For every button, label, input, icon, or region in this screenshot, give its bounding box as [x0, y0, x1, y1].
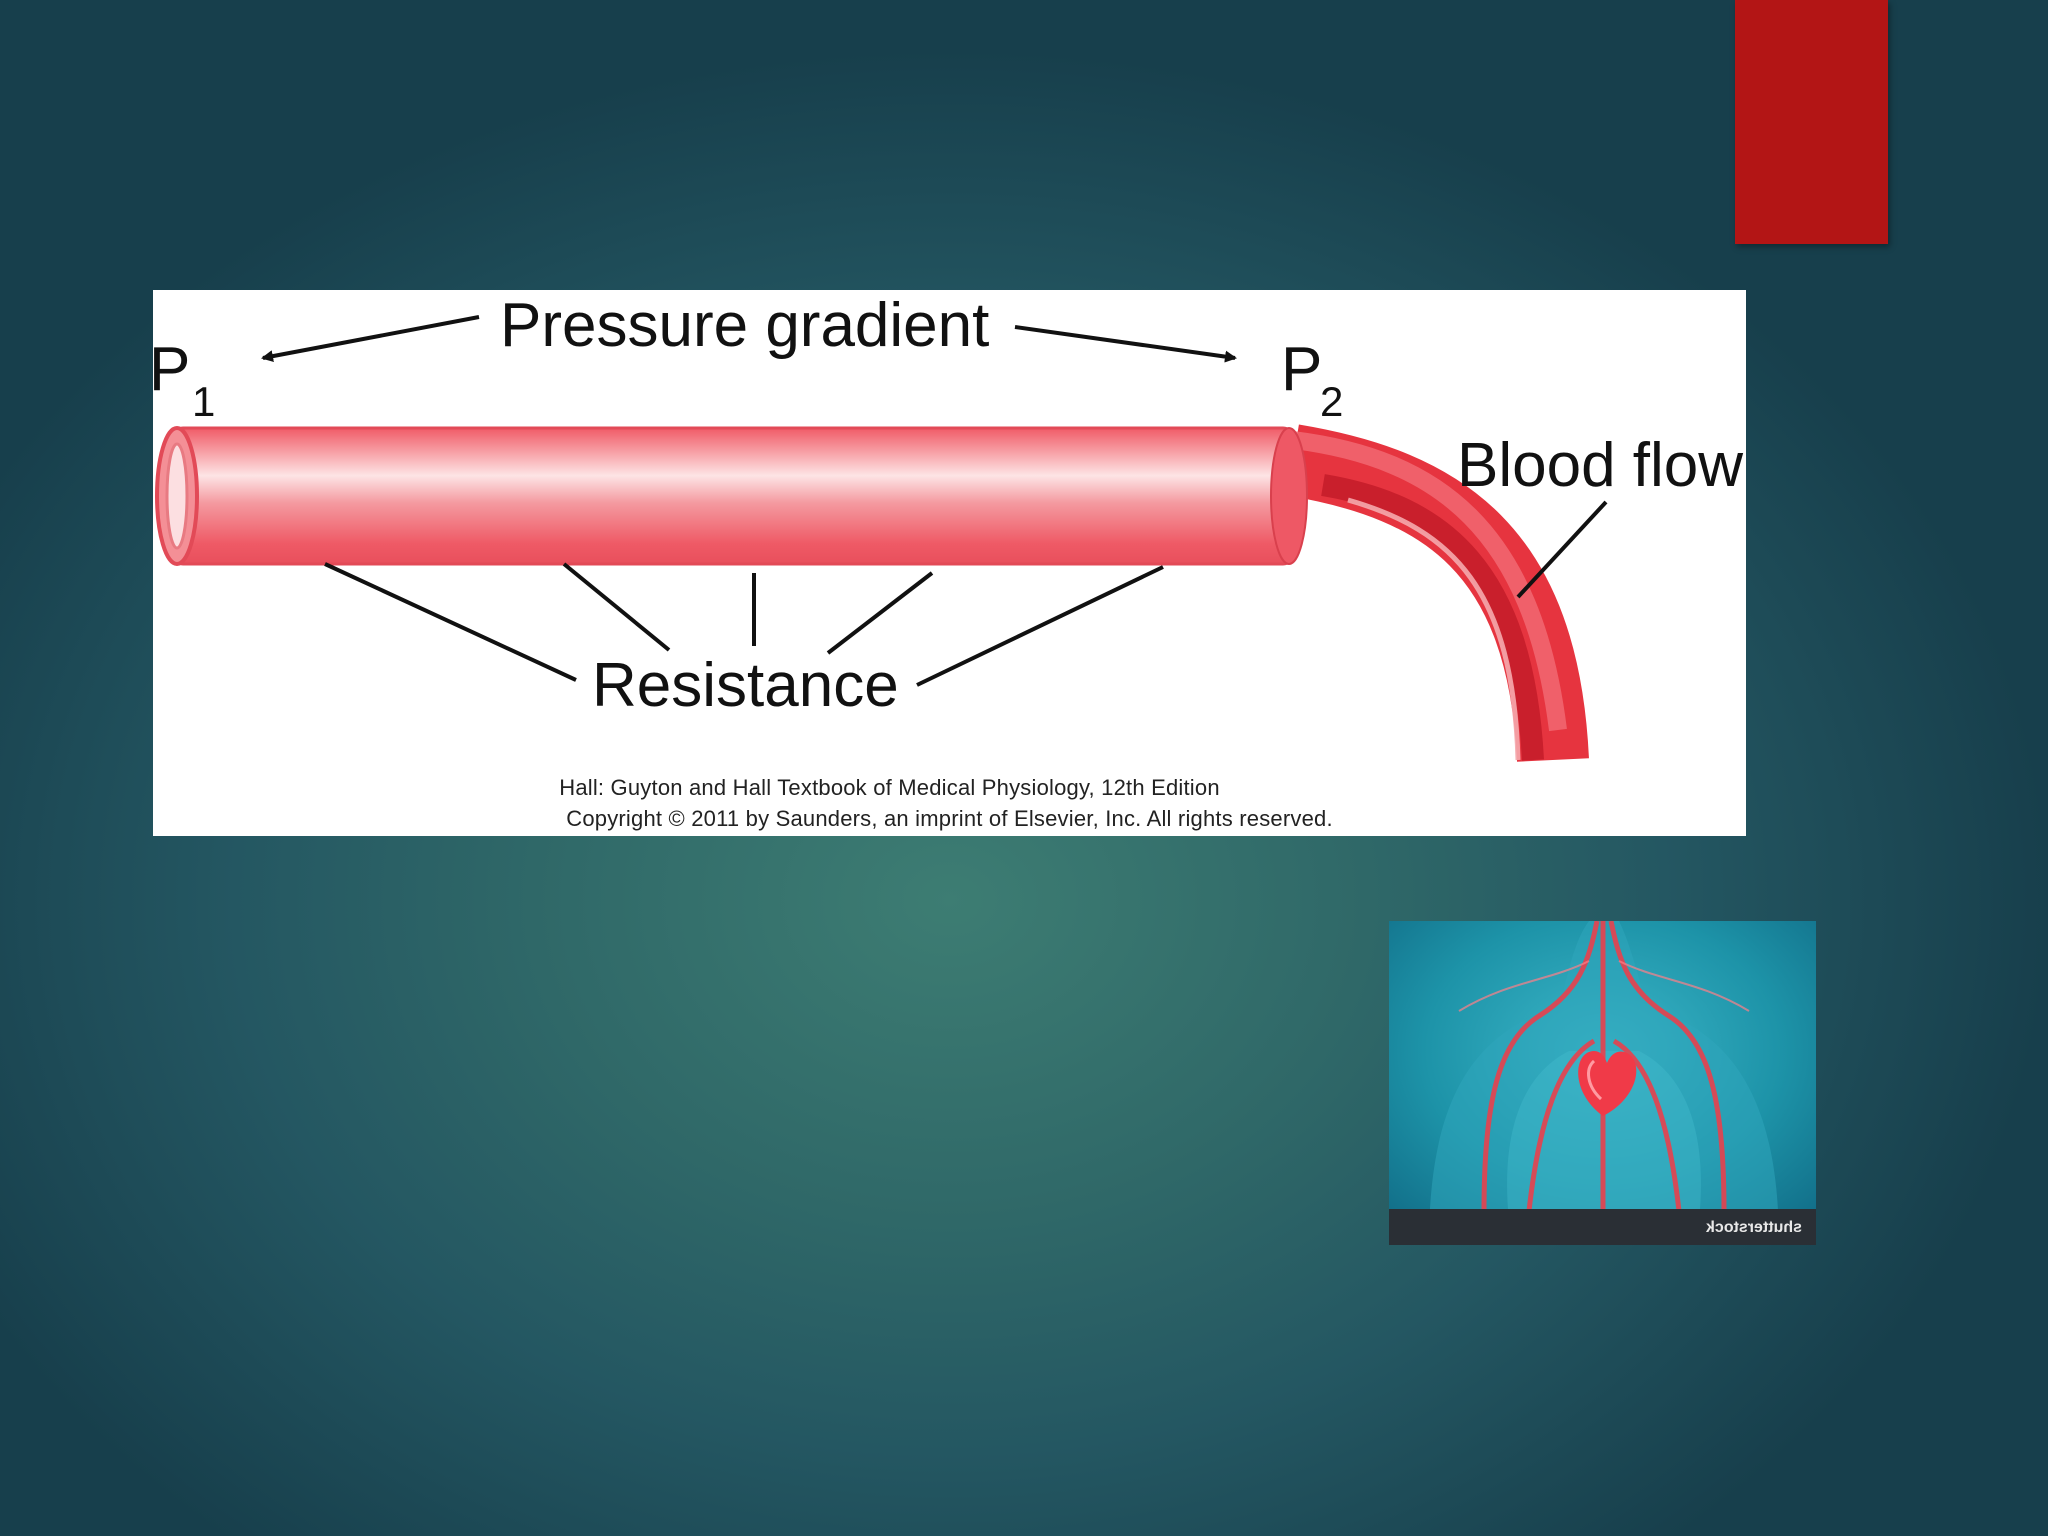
p1-label: P [153, 335, 190, 404]
heart-icon [1578, 1051, 1637, 1116]
circulatory-illustration [1389, 921, 1816, 1245]
photo-watermark: shutterstock [1705, 1219, 1802, 1236]
photo-footer: shutterstock [1389, 1209, 1816, 1245]
pressure-arrow-right [1014, 325, 1237, 363]
credit-line-1: Hall: Guyton and Hall Textbook of Medica… [559, 775, 1220, 800]
straight-vessel [155, 426, 1308, 566]
blood-flow-diagram: Pressure gradient P 1 P 2 Blood flow Res… [153, 290, 1746, 836]
resistance-leaders [324, 562, 1164, 687]
curved-vessel [1286, 424, 1589, 762]
diagram-graphic: Pressure gradient P 1 P 2 Blood flow Res… [153, 291, 1743, 762]
p1-subscript: 1 [192, 378, 215, 425]
p2-label: P [1281, 335, 1322, 404]
circulatory-system-photo: shutterstock [1389, 921, 1816, 1245]
pressure-arrow-left [261, 315, 480, 363]
resistance-label: Resistance [592, 651, 899, 720]
p2-subscript: 2 [1320, 378, 1343, 425]
pressure-gradient-label: Pressure gradient [500, 291, 989, 360]
blood-flow-label: Blood flow [1457, 431, 1743, 500]
accent-bar [1735, 0, 1888, 244]
blood-flow-leader [1516, 500, 1608, 599]
credit-line-2: Copyright © 2011 by Saunders, an imprint… [566, 806, 1333, 831]
